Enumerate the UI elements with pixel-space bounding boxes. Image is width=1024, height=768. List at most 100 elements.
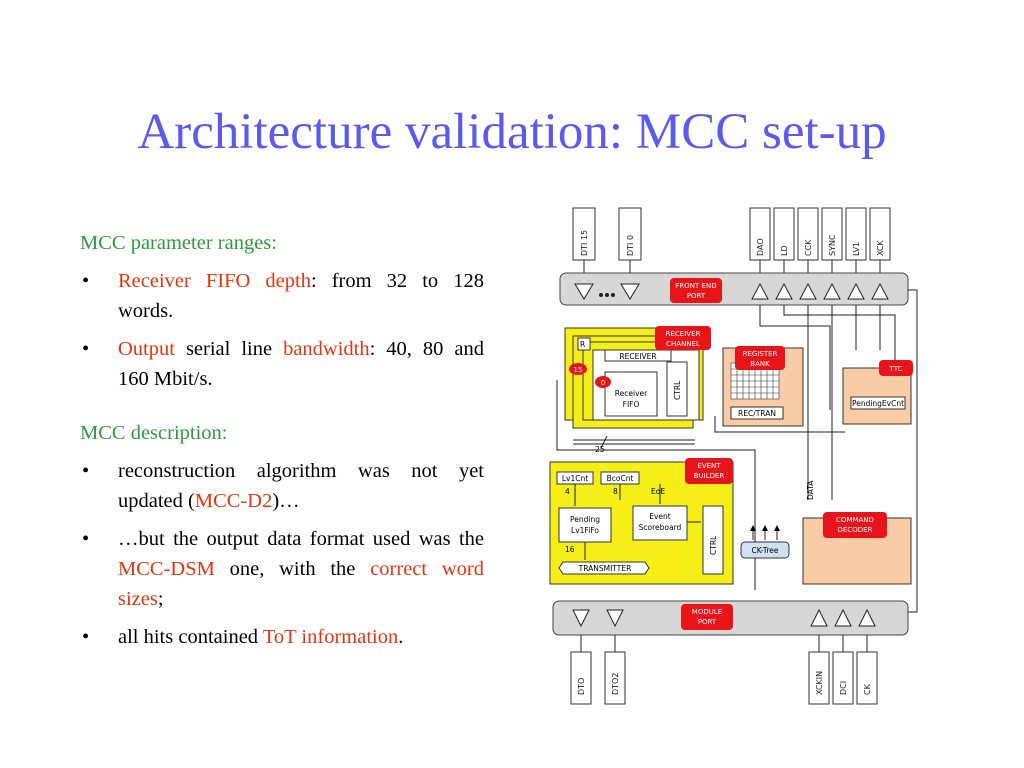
bus-4-label: 4	[565, 487, 570, 496]
description-list: reconstruction algorithm was not yet upd…	[80, 456, 484, 652]
top-pins: DTI 15 DTI 0 DAO LD CCK SYNC LV1 XCK	[572, 207, 891, 261]
pending-lv1fifo-label-1: Pending	[570, 515, 600, 524]
transmitter-label: TRANSMITTER	[578, 564, 632, 573]
pin-label-ck: CK	[863, 683, 872, 695]
command-decoder-label-2: DECODER	[838, 526, 873, 534]
control-wires	[556, 289, 918, 613]
bottom-pins: DTO DTO2 XCKIN DCI CK	[570, 651, 878, 705]
channel-0-marker: 0	[601, 379, 605, 387]
register-bank: REC/TRAN REGISTER BANK	[722, 346, 804, 427]
section-heading-description: MCC description:	[80, 422, 228, 444]
bullet-fifo-depth: Receiver FIFO depth: from 32 to 128 word…	[80, 266, 484, 326]
bullet-output-bandwidth: Output serial line bandwidth: 40, 80 and…	[80, 334, 484, 394]
pin-label-cck: CCK	[804, 239, 813, 256]
text-reconstruction: reconstruction algorithm was not yet upd…	[118, 460, 484, 512]
pin-lv1: LV1	[845, 207, 867, 261]
pin-label-dto: DTO	[577, 678, 586, 695]
module-port-label-1: MODULE	[692, 608, 722, 616]
pending-evcnt-label: PendingEvCnt	[852, 399, 904, 408]
lv1cnt-label: Lv1Cnt	[562, 474, 588, 483]
data-label: DATA	[806, 480, 815, 500]
pin-label-dti0: DTI 0	[626, 235, 635, 256]
event-ctrl-label: CTRL	[709, 535, 718, 555]
rec-tran-label: REC/TRAN	[738, 409, 776, 418]
command-decoder: COMMAND DECODER	[802, 512, 912, 585]
eoe-label: EoE	[651, 487, 665, 496]
pin-label-lv1: LV1	[852, 242, 861, 256]
command-decoder-label-1: COMMAND	[836, 516, 874, 524]
bullet-hits: all hits contained ToT information.	[80, 622, 484, 652]
pending-lv1fifo-label-2: Lv1FiFo	[571, 526, 599, 535]
highlight-tot: ToT information	[262, 626, 399, 648]
receiver-fifo-label-2: FIFO	[623, 400, 640, 409]
pin-label-dao: DAO	[756, 238, 765, 256]
highlight-output: Output	[118, 338, 175, 360]
slide-title: Architecture validation: MCC set-up	[137, 104, 887, 160]
ttc-label: TTC	[889, 365, 903, 373]
mcc-architecture-diagram: DTI 15 DTI 0 DAO LD CCK SYNC LV1 XCK	[549, 207, 918, 705]
receiver-ctrl-label: CTRL	[673, 380, 682, 400]
receiver-channel-label-2: CHANNEL	[666, 340, 700, 348]
channel-15-marker: 15	[574, 366, 583, 374]
pin-dto2: DTO2	[604, 651, 626, 705]
receiver-fifo-label-1: Receiver	[615, 389, 648, 398]
highlight-mcc-d2: MCC-D2	[194, 490, 273, 512]
event-scoreboard-label-2: Scoreboard	[639, 523, 682, 532]
bus-25-label: 25	[595, 445, 605, 454]
pin-label-xckin: XCKIN	[815, 671, 824, 695]
receiver-label: RECEIVER	[619, 352, 656, 361]
text-hits: all hits contained	[118, 626, 263, 648]
ellipsis-dots	[599, 293, 615, 297]
text-reconstruction-end: )…	[272, 490, 300, 512]
pin-sync: SYNC	[821, 207, 843, 261]
text-with-the: one, with the	[214, 558, 371, 580]
bus-25: 25	[573, 435, 695, 454]
pin-label-dti15: DTI 15	[580, 230, 589, 256]
text-output-format: …but the output data format used was the	[118, 528, 484, 550]
bullet-reconstruction: reconstruction algorithm was not yet upd…	[80, 456, 484, 516]
front-end-port-label-2: PORT	[687, 292, 706, 300]
front-end-port: FRONT END PORT	[559, 272, 909, 306]
front-end-port-label-1: FRONT END	[675, 282, 716, 290]
event-builder: Lv1Cnt BcoCnt 4 8 EoE Pending Lv1FiFo Ev…	[549, 458, 734, 585]
pin-ld: LD	[773, 207, 795, 261]
section-heading-parameters: MCC parameter ranges:	[80, 232, 277, 254]
pin-label-dci: DCI	[839, 681, 848, 695]
register-bank-label-2: BANK	[750, 360, 770, 368]
ck-tree: CK-Tree	[740, 525, 790, 559]
pin-label-xck: XCK	[876, 240, 885, 256]
event-scoreboard-label-1: Event	[649, 512, 671, 521]
bcocnt-label: BcoCnt	[607, 474, 634, 483]
text-fifo-range: : from 32 to 128 words.	[118, 270, 484, 322]
text-column: MCC parameter ranges: Receiver FIFO dept…	[80, 228, 484, 652]
channel-label-r: R	[580, 340, 585, 349]
pin-ck: CK	[856, 651, 878, 705]
pin-xck: XCK	[869, 207, 891, 261]
highlight-fifo-depth: Receiver FIFO depth	[118, 270, 311, 292]
highlight-bandwidth: bandwidth	[283, 338, 370, 360]
pin-dci: DCI	[832, 651, 854, 705]
receiver-channel-label-1: RECEIVER	[666, 330, 701, 338]
receiver-channel: R RECEIVER Receiver FIFO CTRL 15 0 RECEI…	[564, 326, 711, 429]
pin-dti15: DTI 15	[572, 207, 596, 261]
text-semicolon: ;	[157, 588, 164, 610]
text-serial-line: serial line	[174, 338, 284, 360]
module-port: MODULE PORT	[552, 600, 909, 636]
event-builder-label-2: BUILDER	[694, 472, 725, 480]
event-builder-wires	[574, 484, 701, 560]
pin-label-dto2: DTO2	[611, 673, 620, 695]
ttc-block: PendingEvCnt TTC	[842, 360, 913, 425]
highlight-mcc-dsm: MCC-DSM	[118, 558, 215, 580]
parameter-list: Receiver FIFO depth: from 32 to 128 word…	[80, 266, 484, 394]
text-bandwidth-values: : 40, 80 and 160 Mbit/s.	[118, 338, 484, 390]
bus-16-label: 16	[565, 545, 575, 554]
bottom-pin-wires	[580, 635, 868, 652]
pin-xckin: XCKIN	[808, 651, 830, 705]
ck-tree-label: CK-Tree	[751, 546, 778, 555]
register-bank-label-1: REGISTER	[743, 350, 778, 358]
pin-cck: CCK	[797, 207, 819, 261]
bullet-output-format: …but the output data format used was the…	[80, 524, 484, 614]
front-end-buffers	[574, 282, 889, 300]
pin-label-sync: SYNC	[828, 234, 837, 256]
highlight-word-sizes: correct word sizes	[118, 558, 484, 610]
